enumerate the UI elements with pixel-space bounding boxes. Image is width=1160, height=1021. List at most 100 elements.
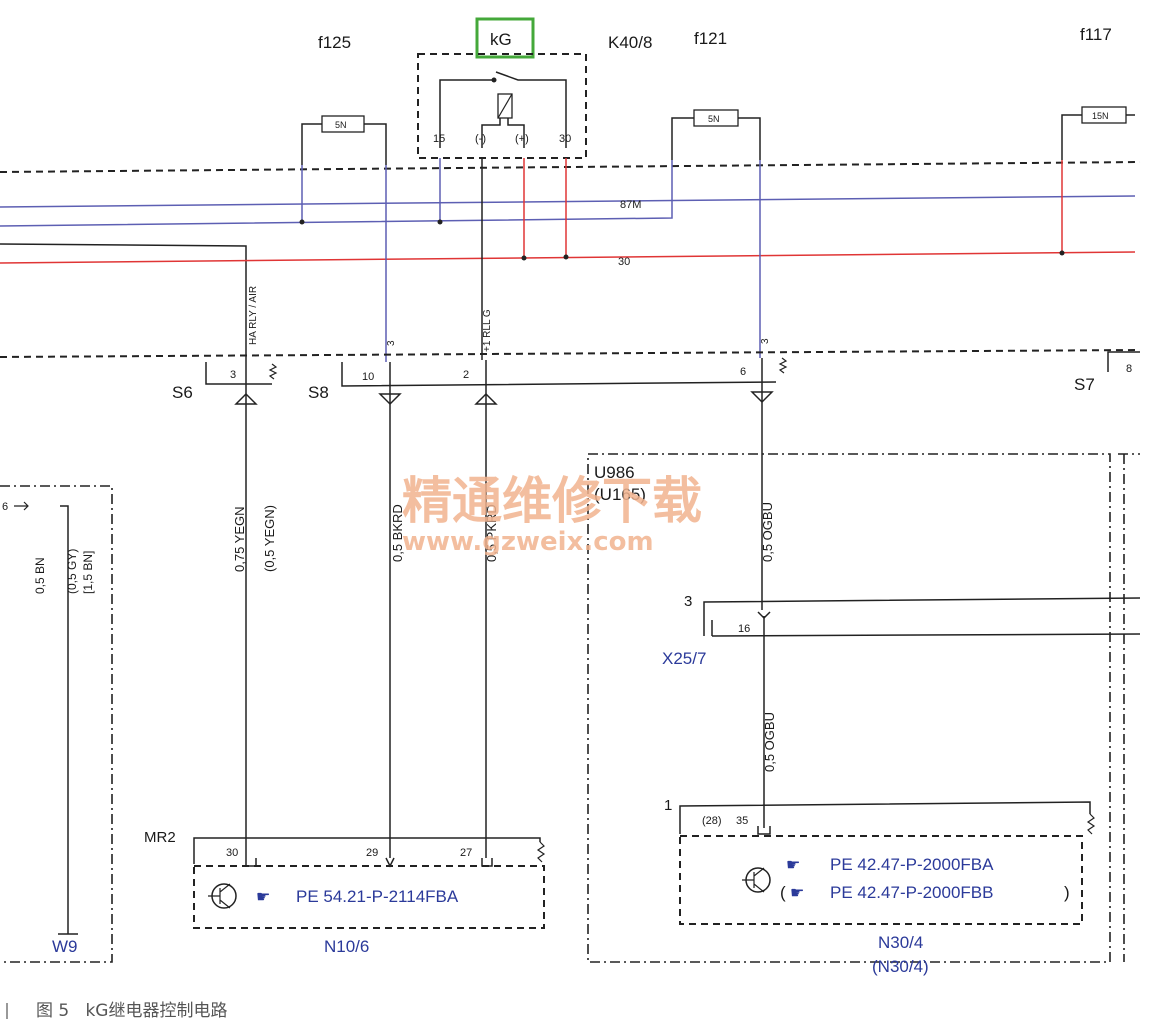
connector-x25-pin-a: 3 xyxy=(684,593,692,610)
relay-coil-diagonal xyxy=(497,93,513,119)
fuse-f121-rating: 5N xyxy=(708,114,720,124)
region-u986-alt: (U165) xyxy=(594,485,646,504)
splice-s8-pin2: 2 xyxy=(463,369,469,381)
left-module-box xyxy=(0,485,113,963)
s8-connector-10 xyxy=(378,393,402,406)
bus-87m-label: 87M xyxy=(620,199,641,211)
n10-pin-27-mark xyxy=(481,858,493,867)
splice-s8-pin3: 6 xyxy=(740,366,746,378)
wire-label-w2: 0,5 BKRD xyxy=(390,504,405,562)
left-box-arrow xyxy=(14,501,29,511)
connector-x25-pin-b: 16 xyxy=(738,623,750,635)
caption-title: kG继电器控制电路 xyxy=(85,1001,228,1021)
left-box-pin: 6 xyxy=(2,501,8,513)
n10-transistor-icon xyxy=(208,883,237,909)
wire-label-relay: +1 RLL G xyxy=(482,309,493,352)
n30-ecu-body xyxy=(679,835,1083,925)
fuse-f121-id: f121 xyxy=(694,29,727,48)
watermark-cn: 精通维修下载 xyxy=(402,472,702,530)
relay-contact-pivot xyxy=(491,77,497,83)
splice-s6-id: S6 xyxy=(172,383,193,402)
connector-x25-frame xyxy=(703,597,1141,637)
n10-pin-27: 27 xyxy=(460,847,472,859)
n30-pointer-icon-1: ☛ xyxy=(786,857,800,874)
n30-pin-outer: 1 xyxy=(664,797,672,814)
fuse-f125-id: f125 xyxy=(318,33,351,52)
relay-30-node xyxy=(563,254,569,260)
wire-label-w1: 0,75 YEGN xyxy=(232,506,247,572)
relay-housing xyxy=(417,53,587,159)
figure-caption: 图 5 kG继电器控制电路 xyxy=(0,996,228,1021)
n30-pin-alt: (28) xyxy=(702,815,722,827)
splice-s8-pin1: 10 xyxy=(362,371,374,383)
n30-transistor-icon xyxy=(742,867,771,893)
relay-coil xyxy=(481,118,525,148)
middle-bus-line xyxy=(0,349,1141,358)
s8-connector-2 xyxy=(474,392,498,405)
splice-s6-pin: 3 xyxy=(230,369,236,381)
bus-30-label: 30 xyxy=(618,256,630,268)
splice-s8-id: S8 xyxy=(308,383,329,402)
region-adjacent-box xyxy=(1118,453,1140,962)
n10-ecu-body xyxy=(193,865,545,929)
left-wire-label-3: [1,5 BN] xyxy=(81,551,95,594)
x25-connector-mark xyxy=(757,611,771,620)
n10-ref: PE 54.21-P-2114FBA xyxy=(296,887,459,906)
n30-ref-2: PE 42.47-P-2000FBB xyxy=(830,883,993,902)
n30-pin: 35 xyxy=(736,815,748,827)
fuse-f121-body xyxy=(693,109,739,127)
relay-pin-plus: (+) xyxy=(515,133,529,145)
n30-ref-1: PE 42.47-P-2000FBA xyxy=(830,855,994,874)
relay-name: kG xyxy=(490,30,512,49)
n10-connector-frame xyxy=(193,837,541,864)
caption-figure-number: 图 5 xyxy=(36,1001,70,1021)
fuse-f117-body xyxy=(1081,106,1127,124)
n30-pin-mark xyxy=(757,826,771,835)
relay-id: K40/8 xyxy=(608,33,652,52)
ground-w9-id: W9 xyxy=(52,937,78,956)
bus-87m-wire-lower xyxy=(0,160,673,227)
relay-pin-15: 15 xyxy=(433,133,445,145)
region-u986-id: U986 xyxy=(594,463,635,482)
n10-connector-spring xyxy=(536,841,546,863)
bus-87m-wire-upper xyxy=(0,195,1136,208)
wire-label-s6-top: HA RLY / AIR xyxy=(248,286,259,345)
relay-contact xyxy=(439,71,567,148)
relay-pin-minus: (-) xyxy=(475,133,486,145)
wire-label-w3: 0,5 PKRD xyxy=(484,504,499,562)
relay-plus-node xyxy=(521,255,527,261)
n30-ecu-alt-id: (N30/4) xyxy=(872,957,929,976)
splice-s6-bracket xyxy=(205,362,272,385)
n30-connector-spring xyxy=(1086,813,1096,835)
fuse-f117-leads xyxy=(1061,114,1135,160)
splice-s6-spring xyxy=(268,363,278,380)
relay-15-node xyxy=(437,219,443,225)
fuse-f125-body xyxy=(321,115,365,133)
splice-s7-id: S7 xyxy=(1074,375,1095,394)
region-u986-box xyxy=(587,453,1111,963)
n30-pointer-icon-2: ☛ xyxy=(790,885,804,902)
wire-label-w5: 0,5 OGBU xyxy=(762,712,777,772)
left-feed-wire xyxy=(0,243,247,360)
s8-connector-6 xyxy=(750,391,774,404)
n30-connector-frame xyxy=(679,801,1091,834)
n10-ecu-id: N10/6 xyxy=(324,937,369,956)
splice-s8-bracket xyxy=(341,362,777,387)
fuse-f121-leads xyxy=(671,117,761,160)
fuse-f117-rating: 15N xyxy=(1092,111,1109,121)
n10-pin-30: 30 xyxy=(226,847,238,859)
splice-s8-spring xyxy=(778,357,788,374)
wire-label-f121-top: 3 xyxy=(760,338,771,344)
splice-s7-bracket xyxy=(1107,351,1140,372)
wire-label-w1b: (0,5 YEGN) xyxy=(262,505,277,572)
relay-pin-30: 30 xyxy=(559,133,571,145)
n30-close-paren: ) xyxy=(1064,883,1070,902)
fuse-f125-leads xyxy=(301,123,387,165)
fuse-f117-id: f117 xyxy=(1080,25,1112,44)
f117-node xyxy=(1059,250,1065,256)
f125-node-left xyxy=(299,219,305,225)
caption-bar xyxy=(6,1003,8,1019)
n10-pointer-icon: ☛ xyxy=(256,889,270,906)
wire-label-s8-top: 3 xyxy=(386,340,397,346)
